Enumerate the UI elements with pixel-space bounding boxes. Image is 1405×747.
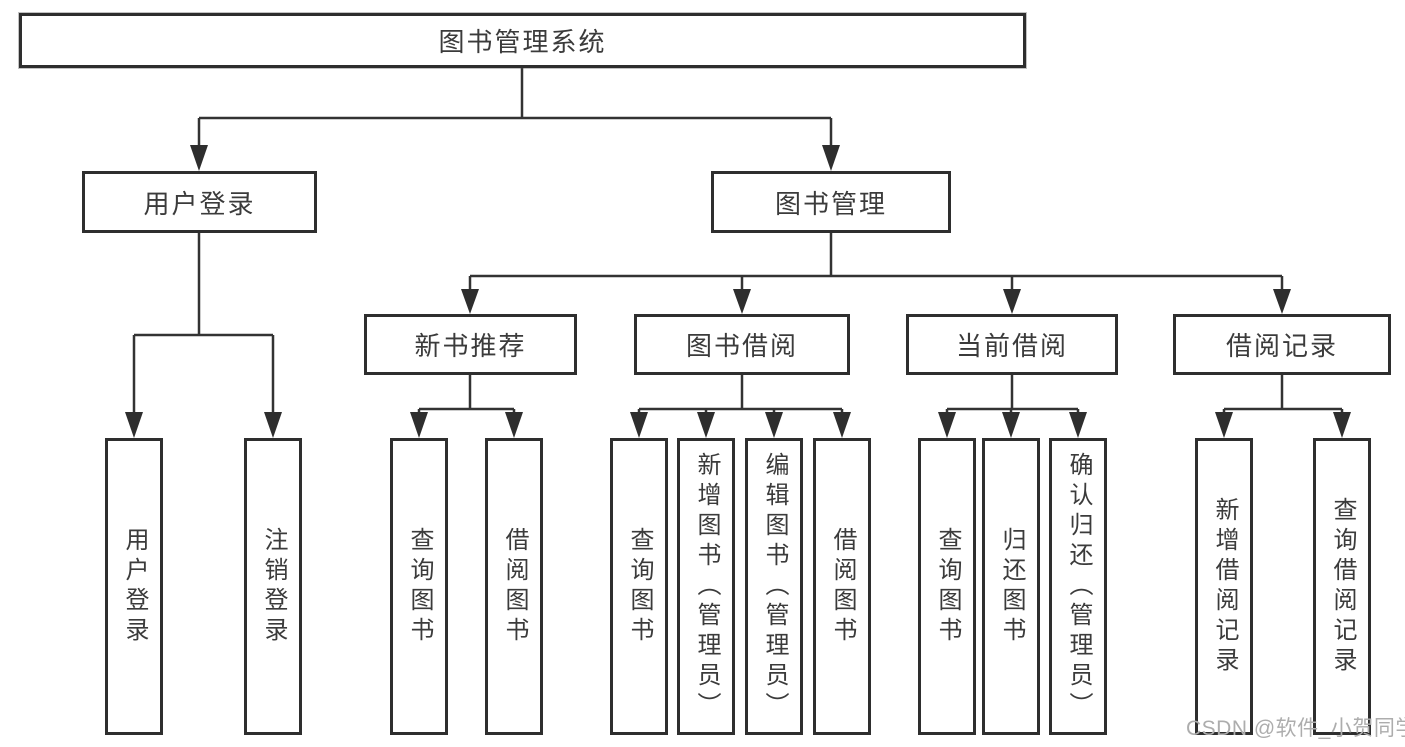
leaf-query-book-3: 查询图书	[918, 438, 976, 735]
node-book-borrow: 图书借阅	[634, 314, 850, 375]
leaf-logout: 注销登录	[244, 438, 302, 735]
leaf-return-book: 归还图书	[982, 438, 1040, 735]
leaf-query-borrow-record: 查询借阅记录	[1313, 438, 1371, 735]
node-root-system: 图书管理系统	[19, 13, 1026, 68]
leaf-add-book-admin: 新增图书（管理员）	[677, 438, 735, 735]
node-root-label: 图书管理系统	[438, 27, 607, 57]
node-book-management-label: 图书管理	[774, 188, 887, 219]
node-book-borrow-label: 图书借阅	[685, 331, 798, 361]
watermark: CSDN @软件_小贺同学	[1186, 717, 1405, 740]
node-new-book-recommend: 新书推荐	[364, 314, 577, 375]
node-borrow-records-label: 借阅记录	[1225, 331, 1338, 361]
node-book-management: 图书管理	[711, 171, 951, 233]
leaf-borrow-book-2: 借阅图书	[813, 438, 871, 735]
leaf-query-book-1: 查询图书	[390, 438, 448, 735]
leaf-edit-book-admin: 编辑图书（管理员）	[745, 438, 803, 735]
leaf-query-book-2: 查询图书	[610, 438, 668, 735]
leaf-user-login: 用户登录	[105, 438, 163, 735]
node-current-borrow-label: 当前借阅	[955, 331, 1068, 361]
leaf-confirm-return-admin: 确认归还（管理员）	[1049, 438, 1107, 735]
node-new-book-recommend-label: 新书推荐	[414, 331, 527, 361]
node-borrow-records: 借阅记录	[1173, 314, 1391, 375]
node-current-borrow: 当前借阅	[906, 314, 1118, 375]
node-user-login-label: 用户登录	[143, 188, 256, 219]
leaf-borrow-book-1: 借阅图书	[485, 438, 543, 735]
node-user-login: 用户登录	[82, 171, 317, 233]
leaf-add-borrow-record: 新增借阅记录	[1195, 438, 1253, 735]
